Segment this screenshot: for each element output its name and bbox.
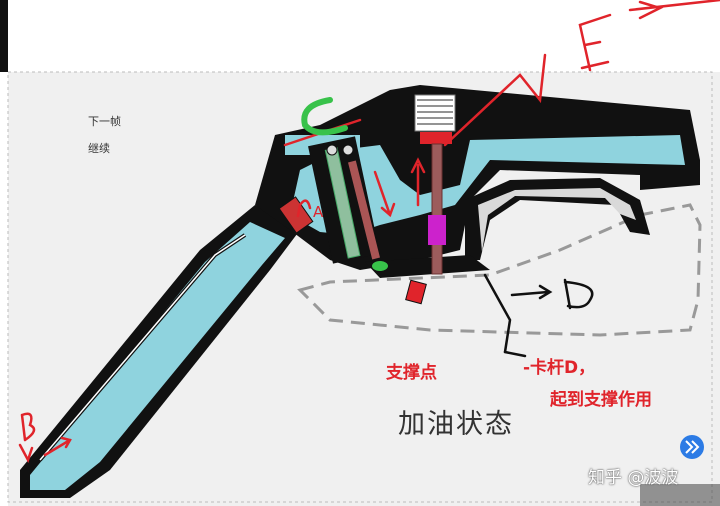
valve-stem (431, 143, 443, 275)
watermark-logo-mark (685, 440, 700, 454)
spring-coil (414, 94, 456, 132)
spout-fluid (30, 222, 285, 490)
pivot-pin-1 (326, 144, 338, 156)
green-pivot (372, 261, 388, 271)
seal-block-a (278, 196, 314, 234)
left-window-edge (0, 0, 8, 72)
slanted-stem (348, 160, 380, 260)
spring-lines (417, 99, 453, 125)
red-annotations (18, 0, 720, 464)
support-point-label: 支撑点 (386, 363, 437, 383)
slide-note-next-frame: 下一帧 (88, 115, 121, 128)
lever-d-label-line1: -卡杆D， (523, 358, 596, 378)
watermark-banner (640, 484, 720, 506)
label-a: A (313, 203, 324, 221)
magenta-seal (428, 215, 446, 245)
pivot-pin-2 (342, 144, 354, 156)
watermark-text: 知乎 @波波 (588, 468, 679, 488)
state-caption: 加油状态 (398, 409, 514, 440)
lever-bar (365, 255, 490, 278)
lever-d-label-line2: 起到支撑作用 (550, 390, 652, 410)
black-annotations (483, 273, 594, 358)
lever-outline-dashed (297, 203, 702, 337)
slide-border (7, 71, 713, 503)
spout-inner-tube-light (39, 234, 246, 461)
slide-note-continue: 继续 (88, 142, 110, 155)
red-valve-cap (420, 132, 452, 144)
green-c-mark (301, 97, 348, 136)
support-point-marker (405, 279, 427, 305)
